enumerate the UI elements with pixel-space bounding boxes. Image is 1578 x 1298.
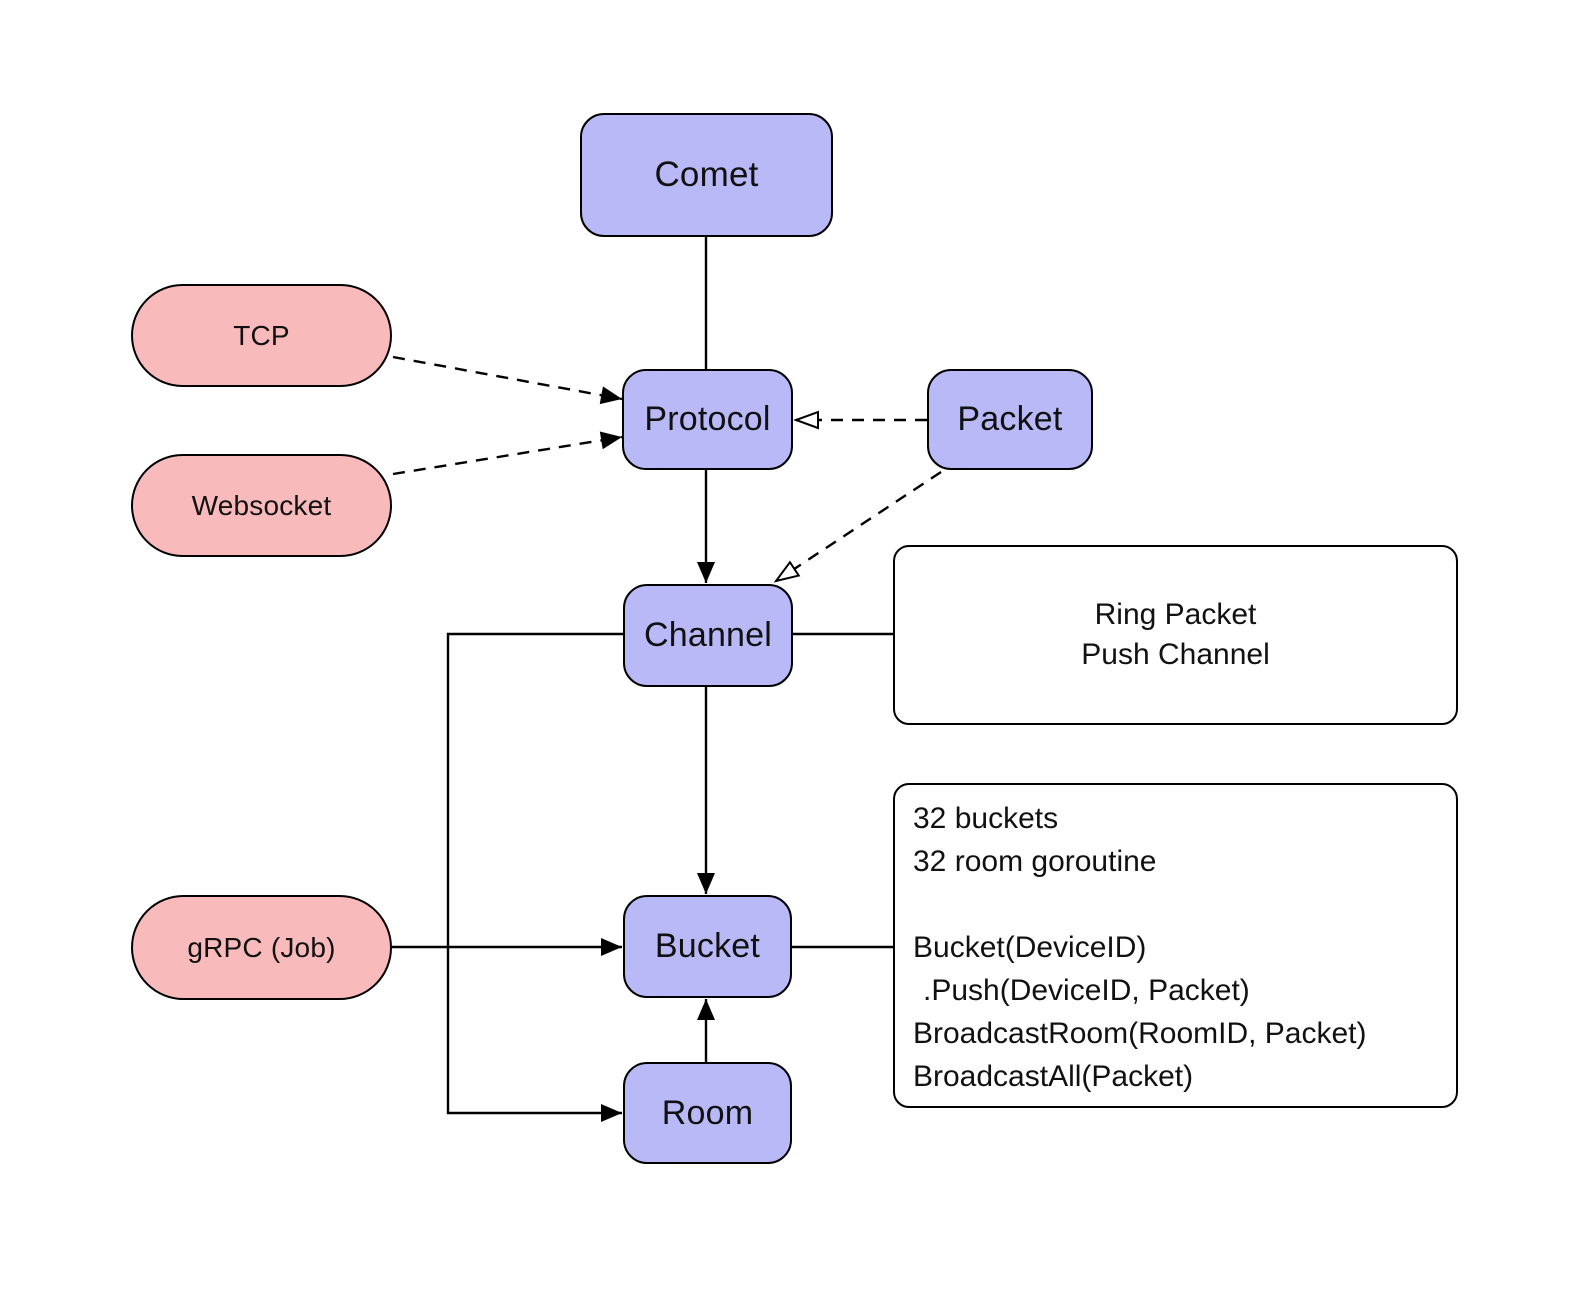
bucket-note-line-6: BroadcastAll(Packet) [913, 1060, 1194, 1093]
edge-packet-channel [773, 470, 942, 583]
edge-websocket-protocol [392, 431, 623, 476]
node-grpc-job: gRPC (Job) [131, 895, 392, 1000]
node-bucket-label: Bucket [654, 927, 761, 965]
node-packet: Packet [927, 369, 1093, 470]
bucket-note-line-2: 32 room goroutine [913, 845, 1157, 878]
node-comet-label: Comet [654, 155, 759, 194]
node-protocol: Protocol [622, 369, 793, 470]
node-bucket: Bucket [623, 895, 792, 998]
bucket-note-blank-line [913, 883, 1438, 926]
node-comet: Comet [580, 113, 833, 237]
node-tcp-label: TCP [233, 319, 290, 351]
node-channel: Channel [623, 584, 793, 687]
node-channel-label: Channel [643, 616, 773, 654]
node-websocket: Websocket [131, 454, 392, 557]
node-packet-label: Packet [957, 400, 1063, 438]
bucket-note-line-5: BroadcastRoom(RoomID, Packet) [913, 1017, 1367, 1050]
node-grpc-job-label: gRPC (Job) [187, 931, 336, 963]
edge-tcp-protocol [392, 355, 623, 405]
bucket-note-box: 32 buckets 32 room goroutine Bucket(Devi… [893, 783, 1458, 1108]
edge-channel-room [446, 632, 623, 1122]
channel-note-line-2: Push Channel [1081, 638, 1270, 671]
node-websocket-label: Websocket [191, 489, 332, 521]
channel-note-line-1: Ring Packet [1094, 598, 1257, 631]
node-protocol-label: Protocol [644, 400, 771, 438]
channel-note-box: Ring Packet Push Channel [893, 545, 1458, 725]
bucket-note-line-1: 32 buckets [913, 802, 1059, 835]
bucket-note-line-4: .Push(DeviceID, Packet) [923, 974, 1250, 1007]
node-tcp: TCP [131, 284, 392, 387]
bucket-note-line-3: Bucket(DeviceID) [913, 931, 1147, 964]
node-room-label: Room [661, 1093, 754, 1132]
node-room: Room [623, 1062, 792, 1164]
